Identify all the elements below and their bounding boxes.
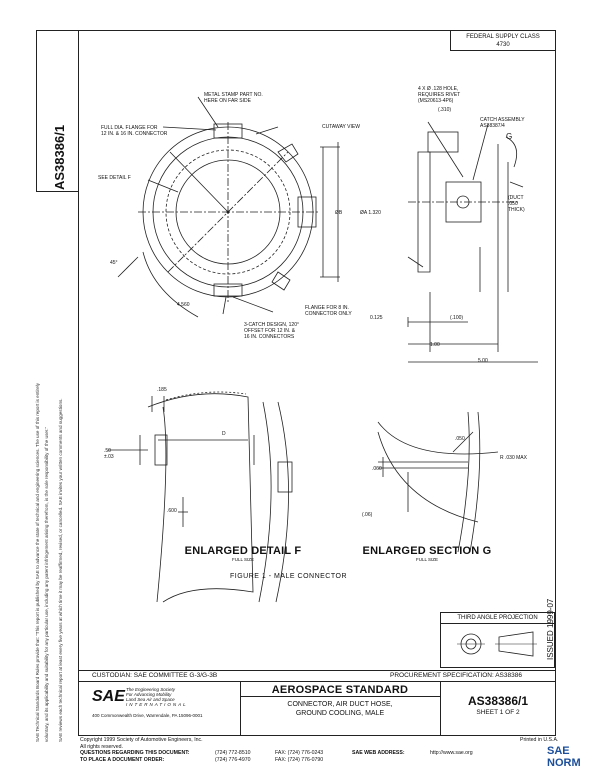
dim-45: 45° <box>110 260 118 266</box>
web-label: SAE WEB ADDRESS: <box>352 750 405 756</box>
dim-100b: 1.00 <box>430 342 440 348</box>
dim-500: 5.00 <box>478 358 488 364</box>
dim-600: .600 <box>167 508 177 514</box>
sae-logo: SAE <box>92 688 125 705</box>
label-g: G <box>506 132 513 141</box>
engineering-drawing <box>108 96 538 603</box>
doc-number: AS38386/1 <box>467 694 529 708</box>
questions-fax: FAX: (724) 776-0243 <box>275 750 324 756</box>
dim-r030: R .030 MAX <box>500 455 527 461</box>
sae-address: 400 Commonwealth Drive, Warrendale, PA 1… <box>92 713 203 718</box>
label-cutaway-view: CUTAWAY VIEW <box>322 124 360 130</box>
copyright: Copyright 1999 Society of Automotive Eng… <box>80 737 203 750</box>
aerospace-standard: AEROSPACE STANDARD <box>271 684 409 696</box>
order-tel: (724) 776-4970 <box>215 757 251 763</box>
label-catch-design: 3-CATCH DESIGN, 120°OFFSET FOR 12 IN. &1… <box>244 322 299 340</box>
dim-100a: (.100) <box>450 315 464 321</box>
dim-4560: 4.560 <box>177 302 190 308</box>
detail-f-title: ENLARGED DETAIL F FULL SIZE <box>184 545 302 562</box>
questions-tel: (724) 772-8510 <box>215 750 251 756</box>
web-url[interactable]: http://www.sae.org <box>430 750 473 756</box>
dim-050: .050 <box>455 436 465 442</box>
third-angle-symbol <box>457 631 537 657</box>
side-notice-1: SAE Technical Standards Board Rules prov… <box>35 383 40 742</box>
label-see-detail-f: SEE DETAIL F <box>98 175 131 181</box>
order-fax: FAX: (724) 776-0790 <box>275 757 324 763</box>
doc-title: CONNECTOR, AIR DUCT HOSE,GROUND COOLING,… <box>287 701 393 717</box>
side-notice-3: SAE reviews each technical report at lea… <box>58 398 63 742</box>
figure-caption: FIGURE 1 - MALE CONNECTOR <box>230 573 347 580</box>
dim-50-03: .50±.03 <box>104 448 114 460</box>
dim-06: (.06) <box>362 512 373 518</box>
third-angle-box: THIRD ANGLE PROJECTION <box>440 612 555 668</box>
dim-310: (.310) <box>438 107 452 113</box>
label-flange-8in: FLANGE FOR 8 IN.CONNECTOR ONLY <box>305 305 352 317</box>
dim-dia-a: ØA 1.320 <box>360 210 381 216</box>
side-notice-2: voluntary, and its applicability and sui… <box>44 426 49 742</box>
dim-0125: 0.125 <box>370 315 383 321</box>
dim-060: .060 <box>372 466 382 472</box>
federal-supply-class: FEDERAL SUPPLY CLASS 4730 <box>450 31 555 51</box>
dim-dia-b: ØB <box>335 210 343 216</box>
dim-185: .185 <box>157 387 167 393</box>
drawing-frame <box>78 30 556 736</box>
section-g-title: ENLARGED SECTION G FULL SIZE <box>362 545 492 562</box>
label-hole-note: 4 X Ø .128 HOLE,REQUIRES RIVET(MS20613-4… <box>418 86 461 104</box>
procurement-spec: PROCUREMENT SPECIFICATION: AS38386 <box>390 672 522 679</box>
custodian: CUSTODIAN: SAE COMMITTEE G-3/G-3B <box>92 672 218 679</box>
sae-norm-watermark: SAE NORM <box>547 745 581 769</box>
doc-number-vertical: AS38386/1 <box>52 124 67 190</box>
dim-d2: D <box>222 431 226 437</box>
order-label: TO PLACE A DOCUMENT ORDER: <box>80 757 165 763</box>
printed-in: Printed in U.S.A. <box>520 737 559 743</box>
questions-label: QUESTIONS REGARDING THIS DOCUMENT: <box>80 750 190 756</box>
sheet-number: SHEET 1 OF 2 <box>476 709 520 716</box>
label-metal-stamp: METAL STAMP PART NO.HERE ON FAR SIDE <box>204 92 263 104</box>
